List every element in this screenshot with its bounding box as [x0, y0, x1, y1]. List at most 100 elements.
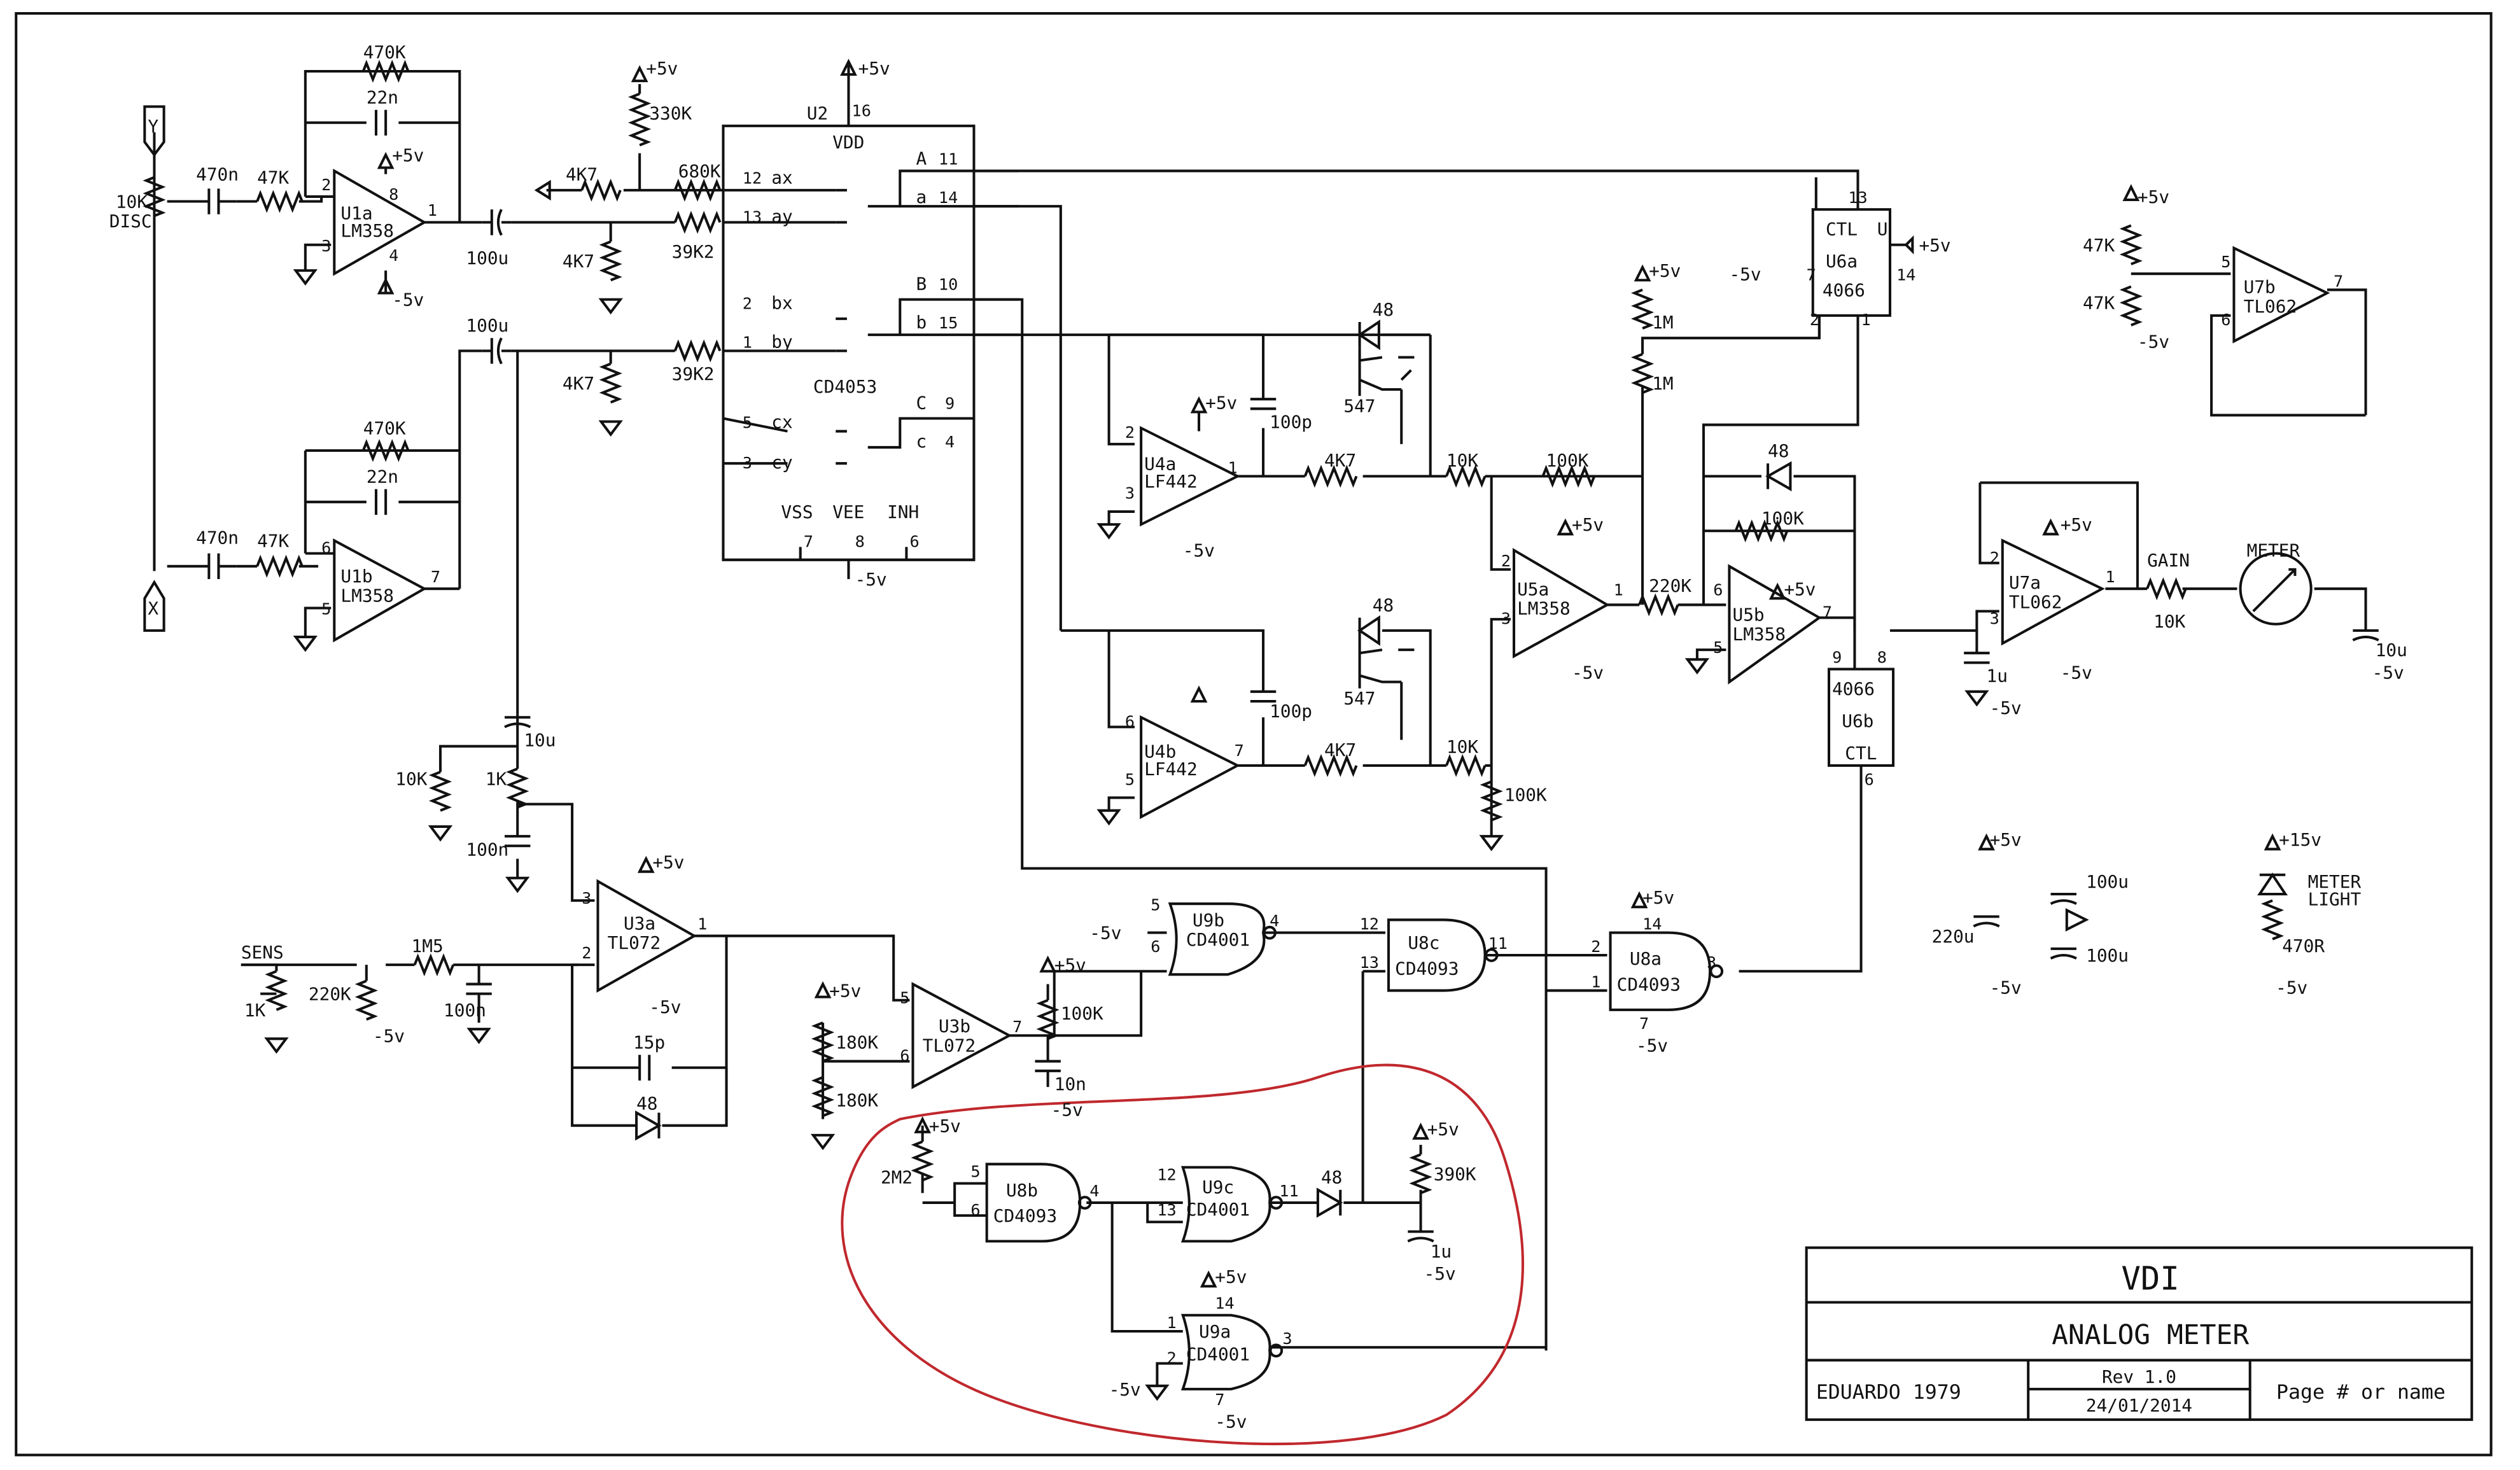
- pin-u2-1: 1: [743, 333, 752, 351]
- u5a-name: U5a: [1517, 578, 1549, 599]
- r4k7-c: 4K7: [563, 373, 594, 394]
- sup-u9a-p: +5v: [1215, 1266, 1247, 1287]
- u9c-part: CD4001: [1186, 1199, 1250, 1220]
- u6b-box: [1828, 668, 1895, 767]
- pin-u8b-4: 4: [1089, 1182, 1099, 1200]
- u6a-u: U: [1877, 219, 1888, 240]
- pin-u3a-1: 1: [697, 915, 707, 934]
- u1b-part: LM358: [340, 585, 394, 606]
- q547-b: 547: [1343, 688, 1375, 709]
- transistors: [1358, 347, 1415, 740]
- u2-C: C: [916, 392, 927, 413]
- title-block: [1805, 1246, 2474, 1421]
- u8c-part: CD4093: [1395, 958, 1459, 979]
- r47k-b: 47K: [2083, 293, 2115, 314]
- u9c-name: U9c: [1202, 1177, 1234, 1198]
- pin-u7a-2: 2: [1990, 549, 1999, 567]
- c100u-b: 100u: [466, 315, 508, 336]
- pin-u6a-7: 7: [1807, 265, 1816, 284]
- pin-u9b-6: 6: [1151, 937, 1160, 956]
- c470n-u1a: 470n: [196, 164, 239, 185]
- r10k-a: 10K: [395, 768, 427, 789]
- r47k-u1a: 47K: [257, 167, 289, 188]
- pin-u5a-3: 3: [1501, 610, 1511, 628]
- u9b-name: U9b: [1193, 910, 1224, 931]
- pin-u8a-3: 3: [1707, 953, 1716, 972]
- pin-u6a-14: 14: [1896, 265, 1915, 284]
- u2-A: A: [916, 148, 927, 169]
- u9c-nor: [1180, 1166, 1271, 1243]
- sup-180k-p: +5v: [829, 981, 861, 1002]
- sup-u9a-m: -5v: [1215, 1411, 1247, 1432]
- u8a-part: CD4093: [1617, 974, 1681, 995]
- d48-e: 48: [1768, 440, 1789, 461]
- u2-vee: VEE: [832, 501, 864, 522]
- pin-u2-2: 2: [743, 295, 752, 313]
- sup-220k-m: -5v: [373, 1025, 405, 1046]
- sup-u5a-m: -5v: [1572, 662, 1604, 683]
- pin-u4a-3: 3: [1125, 484, 1135, 503]
- sup-rail-m: -5v: [1990, 977, 2022, 998]
- c470n-u1b: 470n: [196, 527, 239, 548]
- u4a-name: U4a: [1144, 453, 1176, 474]
- pin-u2-9: 9: [945, 394, 955, 412]
- r47k-a: 47K: [2083, 235, 2115, 256]
- pin-u9b-4: 4: [1270, 912, 1279, 930]
- r4k7-e: 4K7: [1324, 739, 1356, 760]
- r100k-b: 100K: [1546, 450, 1589, 471]
- pin-u2-5: 5: [743, 414, 752, 432]
- pin-u7b-5: 5: [2221, 253, 2230, 271]
- u3b-part: TL072: [923, 1035, 976, 1056]
- r39k2-b: 39K2: [672, 363, 715, 384]
- sheet-border: [15, 12, 2493, 1457]
- pin-u6b-8: 8: [1877, 648, 1887, 666]
- sup-u7a-m: -5v: [2061, 662, 2092, 683]
- d48-d: 48: [1373, 595, 1394, 616]
- pin-u9c-13: 13: [1157, 1201, 1176, 1219]
- u6b-ctl: CTL: [1845, 743, 1877, 764]
- y-connector: [143, 105, 165, 157]
- title-block-date: 24/01/2014: [2086, 1395, 2192, 1416]
- sens-pot: [241, 963, 278, 995]
- sup-1m-p: +5v: [1649, 260, 1681, 281]
- u7b-name: U7b: [2244, 276, 2276, 297]
- u5b-name: U5b: [1733, 605, 1765, 626]
- r330k: 330K: [649, 103, 692, 124]
- u6a-ctl: CTL: [1826, 219, 1858, 240]
- u2-vdd: VDD: [832, 132, 864, 153]
- supply-arrows: [377, 59, 2281, 1288]
- pin-u9a-2: 2: [1167, 1348, 1177, 1367]
- sup-u5a-p: +5v: [1572, 514, 1604, 535]
- r470k-u1b: 470K: [363, 418, 406, 439]
- sup-u7b-p: +5v: [2138, 186, 2169, 207]
- sup-u3b-p: +5v: [1054, 955, 1086, 976]
- c100n-a: 100n: [466, 839, 508, 860]
- r390k: 390K: [1434, 1164, 1476, 1185]
- c10u-b: 10u: [2376, 640, 2407, 661]
- components: [143, 59, 2379, 1401]
- u2-a: a: [916, 186, 927, 207]
- u4a-part: LF442: [1144, 471, 1198, 492]
- sup-u4a-m: -5v: [1183, 540, 1215, 561]
- pin-u2-15: 15: [939, 314, 958, 332]
- r1m5: 1M5: [412, 935, 444, 956]
- pin-u8b-6: 6: [970, 1201, 980, 1219]
- pin-u9a-14: 14: [1215, 1294, 1234, 1313]
- x-connector: [143, 580, 165, 632]
- c1u-a: 1u: [1431, 1241, 1452, 1262]
- u5a-opamp: [1513, 548, 1610, 659]
- pin-u6b-6: 6: [1865, 770, 1874, 788]
- capacitors: [207, 109, 2379, 1243]
- grounds: [264, 269, 2089, 1401]
- wire-layer: [153, 64, 2367, 1386]
- u8b-nand: [985, 1163, 1082, 1243]
- u8c-nand: [1387, 918, 1487, 992]
- sup-meter-m: -5v: [2372, 662, 2404, 683]
- c1u-b: 1u: [1987, 666, 2008, 687]
- u9b-nor: [1168, 902, 1266, 976]
- pin-u7b-7: 7: [2334, 272, 2343, 290]
- sup-u7b-m: -5v: [2138, 331, 2169, 352]
- pin-u8a-14: 14: [1642, 915, 1662, 934]
- pin-u6a-13: 13: [1848, 188, 1867, 207]
